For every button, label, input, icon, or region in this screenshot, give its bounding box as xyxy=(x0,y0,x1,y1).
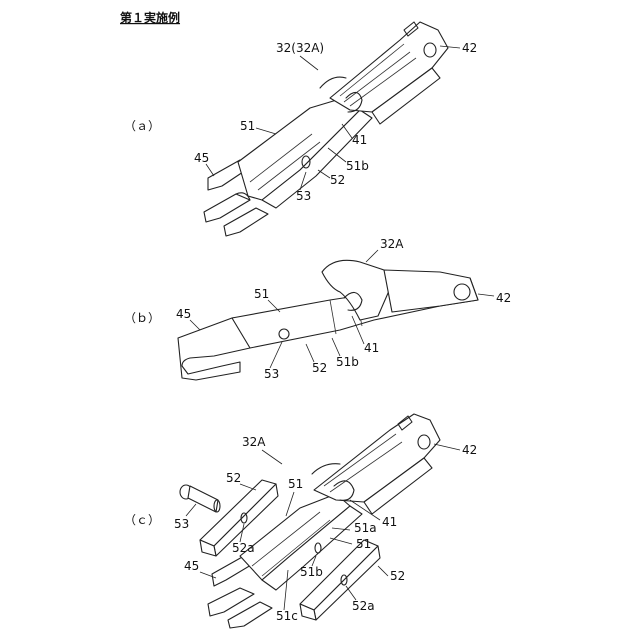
view-b-label-32A: 32A xyxy=(380,237,404,251)
view-b-eye-end xyxy=(384,270,478,312)
view-c-label-52a-right: 52a xyxy=(352,599,375,613)
view-c-label: （ｃ） xyxy=(124,513,160,527)
view-c: （ｃ） xyxy=(124,414,477,628)
view-a-label: （ａ） xyxy=(124,119,160,133)
view-a-hook-top xyxy=(320,77,346,88)
view-a-label-53: 53 xyxy=(296,189,311,203)
view-c-label-51c: 51c xyxy=(276,609,298,623)
view-c-label-51b: 51b xyxy=(300,565,323,579)
view-a-label-52: 52 xyxy=(330,173,345,187)
view-a-label-42: 42 xyxy=(462,41,477,55)
view-b-label: （ｂ） xyxy=(124,311,160,325)
view-c-label-52a-left: 52a xyxy=(232,541,255,555)
view-b: （ｂ） 32A 42 51 45 41 51b 53 52 xyxy=(124,237,511,381)
view-c-label-51-right: 51 xyxy=(356,537,371,551)
view-b-label-53: 53 xyxy=(264,367,279,381)
view-b-label-41: 41 xyxy=(364,341,379,355)
view-c-label-45: 45 xyxy=(184,559,199,573)
view-c-label-42: 42 xyxy=(462,443,477,457)
view-b-label-42: 42 xyxy=(496,291,511,305)
view-a-label-41: 41 xyxy=(352,133,367,147)
view-b-label-51b: 51b xyxy=(336,355,359,369)
view-a-label-51b: 51b xyxy=(346,159,369,173)
view-b-label-45: 45 xyxy=(176,307,191,321)
view-c-label-52-left: 52 xyxy=(226,471,241,485)
view-c-label-51a: 51a xyxy=(354,521,377,535)
view-a: （ａ） 32(32A) xyxy=(124,22,477,236)
figure-title: 第１実施例 xyxy=(120,10,180,25)
view-c-label-52-right: 52 xyxy=(390,569,405,583)
view-c-label-32A: 32A xyxy=(242,435,266,449)
view-c-label-41: 41 xyxy=(382,515,397,529)
view-a-eye-arm xyxy=(330,22,448,124)
view-b-label-52: 52 xyxy=(312,361,327,375)
view-a-label-45: 45 xyxy=(194,151,209,165)
view-c-label-51: 51 xyxy=(288,477,303,491)
view-a-label-assembly: 32(32A) xyxy=(276,41,324,55)
view-c-pin xyxy=(180,485,220,512)
view-c-label-53: 53 xyxy=(174,517,189,531)
view-a-label-51: 51 xyxy=(240,119,255,133)
view-b-label-51: 51 xyxy=(254,287,269,301)
